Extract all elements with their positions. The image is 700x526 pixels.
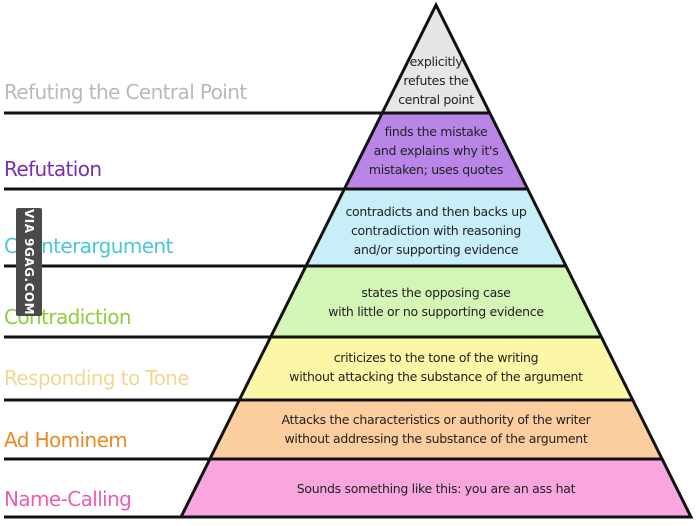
pyramid-band-2 — [306, 189, 566, 266]
level-desc-name-calling: Sounds something like this: you are an a… — [296, 481, 576, 496]
watermark-badge: VIA 9GAG.COM — [16, 208, 42, 316]
level-desc-ad-hominem: Attacks the characteristics or authority… — [281, 412, 591, 446]
pyramid-band-5 — [209, 400, 663, 459]
level-label-responding-to-tone: Responding to Tone — [4, 366, 190, 390]
pyramid-band-1 — [344, 113, 528, 189]
level-label-refutation: Refutation — [4, 157, 102, 181]
pyramid-band-4 — [239, 337, 633, 400]
level-label-name-calling: Name-Calling — [4, 487, 132, 511]
level-label-refuting-central-point: Refuting the Central Point — [4, 80, 247, 104]
pyramid-band-0 — [382, 5, 490, 113]
watermark-text: VIA 9GAG.COM — [22, 208, 36, 316]
pyramid-band-6 — [181, 459, 691, 517]
pyramid-band-3 — [270, 266, 602, 337]
level-label-ad-hominem: Ad Hominem — [4, 428, 128, 452]
